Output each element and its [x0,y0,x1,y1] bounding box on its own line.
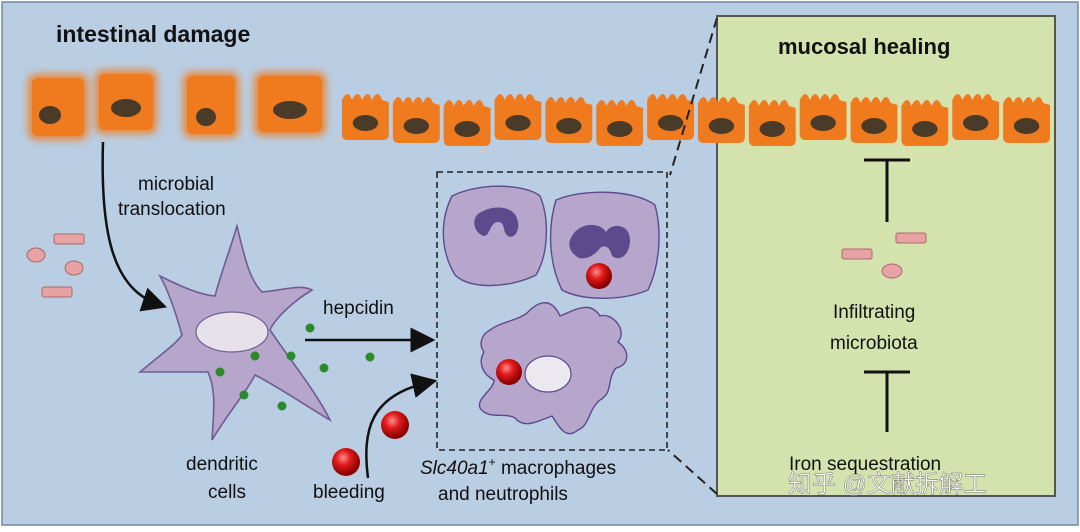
label-cells: cells [208,482,246,503]
epithelial-nucleus [963,115,989,131]
epithelial-nucleus [454,121,480,137]
label-microbial: microbial [138,174,214,195]
label-translocation: translocation [118,199,226,220]
epithelial-nucleus [759,121,785,137]
label-slc40a1-sup: + [489,455,496,469]
hepcidin-dots [215,323,375,411]
microbes-left [26,233,85,298]
label-neutrophils: and neutrophils [438,484,568,505]
title-intestinal-damage: intestinal damage [56,21,250,47]
watermark: 知乎 @文献拆解工 [788,471,987,498]
epithelial-nucleus [657,115,684,131]
bleeding-arrow [365,373,438,479]
epithelial-nucleus [1013,118,1040,134]
damaged-epithelium-cells [32,74,322,136]
inhibit-symbol-bottom [864,370,910,432]
iron-drop-1 [381,411,409,439]
label-slc40a1: Slc40a1 [420,458,489,479]
neutrophil-1-nucleus [474,207,519,237]
epithelial-nucleus [912,121,938,137]
dendritic-nucleus [195,311,269,353]
zoom-line-top [669,17,718,176]
epithelial-nucleus [861,118,887,134]
epithelial-nucleus [810,115,836,131]
label-macrophages: Slc40a1+ macrophages [420,455,616,479]
epithelial-nucleus [352,115,379,131]
neutrophil-2-nucleus [569,224,630,259]
epithelial-nucleus [403,118,429,134]
translocation-arrow [101,141,168,312]
epithelial-nucleus [556,118,582,134]
macrophage-iron [496,359,522,385]
label-infiltrating: Infiltrating [833,302,915,323]
macrophage-nucleus [524,355,572,393]
label-iron-sequestration: Iron sequestration [789,454,941,475]
microbes-right [841,232,927,279]
neutrophil-1 [442,185,548,287]
label-macrophages-rest: macrophages [496,458,616,479]
inhibit-symbol-top [864,158,910,222]
intact-epithelium [342,94,1050,146]
title-mucosal-healing: mucosal healing [778,34,950,59]
epithelial-nucleus [607,121,633,137]
label-microbiota: microbiota [830,333,918,354]
neutrophil-iron [586,263,612,289]
label-dendritic: dendritic [186,454,258,475]
epithelial-nucleus [708,118,735,134]
iron-drop-2 [332,448,360,476]
zoom-line-bottom [667,449,718,495]
zoom-box [436,171,668,451]
label-bleeding: bleeding [313,482,385,503]
label-hepcidin: hepcidin [323,298,394,319]
epithelial-nucleus [505,115,531,131]
